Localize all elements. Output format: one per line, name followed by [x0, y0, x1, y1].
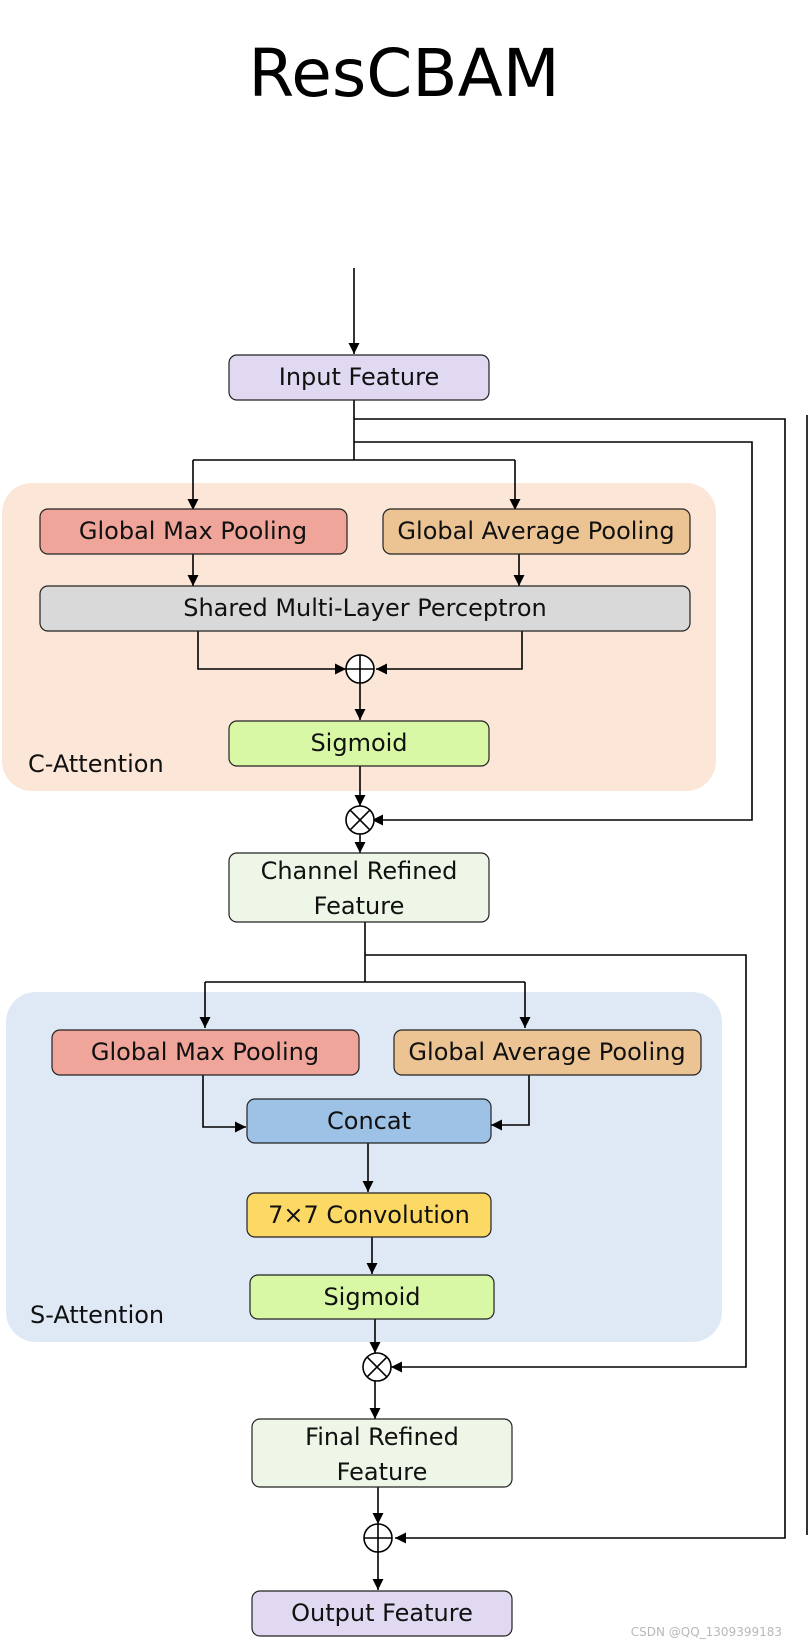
arrow-mlp-left-to-sum: [197, 631, 346, 675]
watermark: CSDN @QQ_1309399183: [631, 1625, 782, 1639]
channel-skip-connection: [354, 441, 753, 826]
s-sigmoid-label: Sigmoid: [323, 1283, 420, 1311]
final-refined-label-line-2: Feature: [337, 1458, 428, 1486]
c-global-max-pooling-node: Global Max Pooling: [39, 508, 348, 555]
input-feature-node: Input Feature: [228, 354, 490, 401]
final-refined-label-line-1: Final Refined: [305, 1423, 459, 1451]
diagram-title: ResCBAM: [248, 35, 559, 112]
shared-mlp-node: Shared Multi-Layer Perceptron: [39, 585, 691, 632]
channel-refined-feature-node: Channel Refined Feature: [228, 852, 490, 923]
arrow-mlp-right-to-sum: [376, 631, 523, 675]
s-global-max-pooling-node: Global Max Pooling: [51, 1029, 360, 1076]
input-feature-label: Input Feature: [279, 363, 439, 391]
multiply-operator-spatial: [362, 1352, 392, 1382]
s-attention-region: [6, 992, 722, 1342]
add-operator-residual: [363, 1523, 393, 1553]
c-global-max-pooling-label: Global Max Pooling: [79, 517, 307, 545]
connectors: [187, 268, 808, 1590]
c-sigmoid-node: Sigmoid: [228, 720, 490, 767]
c-attention-region: [2, 483, 716, 791]
channel-refined-label-line-2: Feature: [314, 892, 405, 920]
spatial-skip-connection: [365, 954, 747, 1373]
c-sigmoid-label: Sigmoid: [310, 729, 407, 757]
shared-mlp-label: Shared Multi-Layer Perceptron: [183, 594, 547, 622]
s-attention-label: S-Attention: [30, 1301, 164, 1329]
channel-refined-label-line-1: Channel Refined: [261, 857, 458, 885]
final-refined-feature-node: Final Refined Feature: [251, 1418, 513, 1488]
s-sigmoid-node: Sigmoid: [249, 1274, 495, 1320]
c-global-average-pooling-label: Global Average Pooling: [397, 517, 674, 545]
arrow-s-avg-to-concat: [491, 1075, 530, 1131]
s-global-average-pooling-node: Global Average Pooling: [393, 1029, 702, 1076]
s-global-max-pooling-label: Global Max Pooling: [91, 1038, 319, 1066]
conv-7x7-node: 7×7 Convolution: [246, 1192, 492, 1238]
s-global-average-pooling-label: Global Average Pooling: [408, 1038, 685, 1066]
arrow-s-max-to-concat: [202, 1075, 246, 1133]
output-feature-label: Output Feature: [291, 1599, 473, 1627]
concat-node: Concat: [246, 1098, 492, 1144]
c-global-average-pooling-node: Global Average Pooling: [382, 508, 691, 555]
residual-skip-connection: [354, 418, 786, 1544]
multiply-operator-channel: [345, 805, 375, 835]
sum-operator-channel: [345, 654, 375, 684]
output-feature-node: Output Feature: [251, 1590, 513, 1637]
conv-7x7-label: 7×7 Convolution: [268, 1201, 470, 1229]
concat-label: Concat: [327, 1107, 411, 1135]
c-attention-label: C-Attention: [28, 750, 164, 778]
